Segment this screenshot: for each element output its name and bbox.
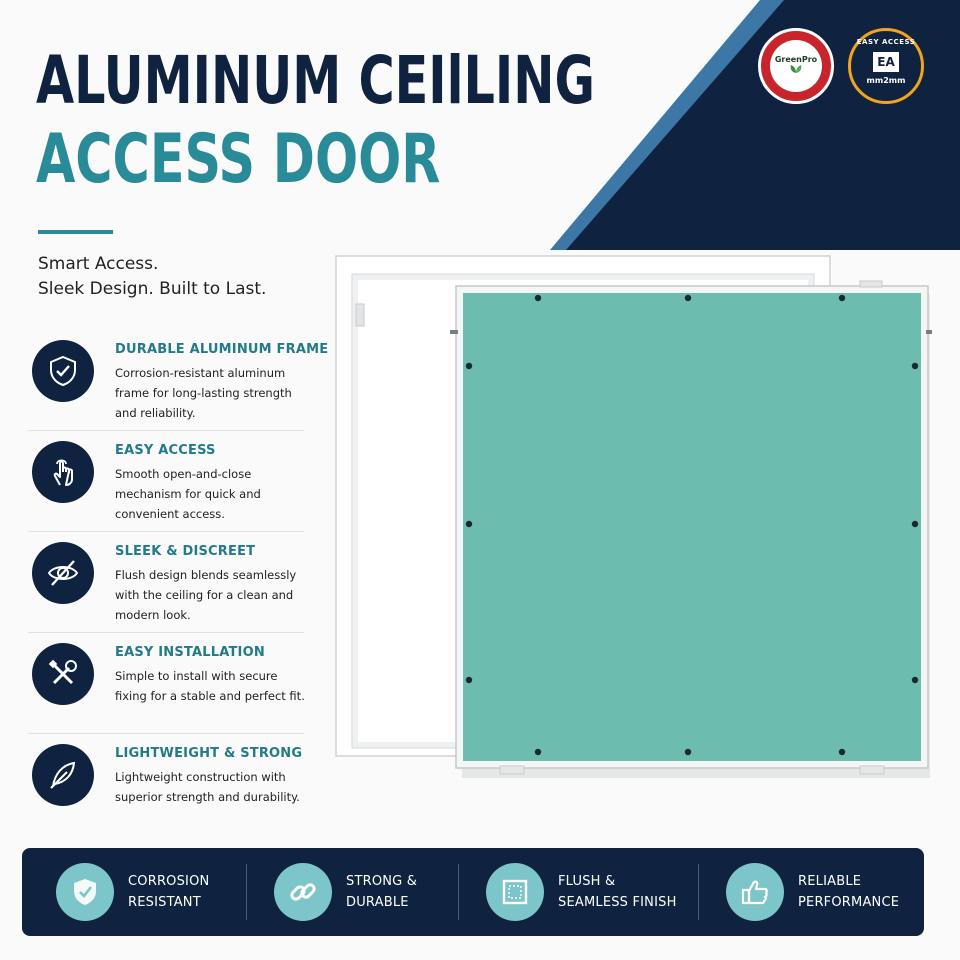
tagline: Smart Access. Sleek Design. Built to Las… xyxy=(38,252,266,302)
benefit-item: RELIABLE PERFORMANCE xyxy=(726,848,899,936)
benefit-line-1: FLUSH & xyxy=(558,874,616,889)
title-line-1: ALUMINUM CEIlLING xyxy=(36,42,595,119)
feature-title: DURABLE ALUMINUM FRAME xyxy=(115,342,329,357)
thumbs-up-icon xyxy=(726,863,784,921)
hand-pointer-icon xyxy=(32,441,94,503)
feature-description: Flush design blends seamlessly with the … xyxy=(115,568,297,622)
panel-clip xyxy=(859,765,885,775)
benefits-bar: CORROSION RESISTANT STRONG & DURABLE FLU… xyxy=(22,848,924,936)
shield-check-icon xyxy=(32,340,94,402)
benefit-line-1: RELIABLE xyxy=(798,874,862,889)
square-frame-icon xyxy=(486,863,544,921)
benefit-line-2: PERFORMANCE xyxy=(798,895,900,910)
hinge-pin xyxy=(450,330,458,334)
benefit-item: STRONG & DURABLE xyxy=(274,848,417,936)
frame-latch xyxy=(355,303,365,327)
feature-description: Smooth open-and-close mechanism for quic… xyxy=(115,467,261,521)
screw-holes xyxy=(465,294,919,756)
benefit-divider xyxy=(458,864,459,920)
feature-title: EASY ACCESS xyxy=(115,443,216,458)
hinge-pin xyxy=(926,330,932,334)
feature-title: SLEEK & DISCREET xyxy=(115,544,256,559)
ea-logo-mark: EA xyxy=(873,51,899,72)
title-line-2: ACCESS DOOR xyxy=(36,120,441,199)
benefit-line-2: RESISTANT xyxy=(128,895,201,910)
panel-clip xyxy=(499,765,525,775)
feature-description: Lightweight construction with superior s… xyxy=(115,770,300,804)
feature-description: Corrosion-resistant aluminum frame for l… xyxy=(115,366,292,420)
shield-icon xyxy=(56,863,114,921)
benefit-line-1: CORROSION xyxy=(128,874,210,889)
feature-description: Simple to install with secure fixing for… xyxy=(115,669,305,703)
easy-access-badge: EASY ACCESS EA mm2mm xyxy=(848,28,924,104)
benefit-divider xyxy=(246,864,247,920)
title-underline xyxy=(38,230,113,234)
access-door-product-image xyxy=(335,255,932,778)
tagline-line-1: Smart Access. xyxy=(38,254,159,274)
feature-list: DURABLE ALUMINUM FRAME Corrosion-resista… xyxy=(28,330,328,834)
greenpro-badge: GreenPro xyxy=(758,28,834,104)
eye-slash-icon xyxy=(32,542,94,604)
benefit-line-1: STRONG & xyxy=(346,874,418,889)
tools-icon xyxy=(32,643,94,705)
page-title: ALUMINUM CEIlLING ACCESS DOOR xyxy=(36,48,709,194)
panel-clip xyxy=(859,280,883,288)
gypsum-panel-green xyxy=(463,293,921,761)
tagline-line-2: Sleek Design. Built to Last. xyxy=(38,279,267,299)
benefit-item: FLUSH & SEAMLESS FINISH xyxy=(486,848,677,936)
feature-item: DURABLE ALUMINUM FRAME Corrosion-resista… xyxy=(28,330,328,431)
leaf-icon xyxy=(789,64,803,77)
benefit-divider xyxy=(698,864,699,920)
easy-access-badge-text: EASY ACCESS xyxy=(856,38,916,46)
feature-item: EASY ACCESS Smooth open-and-close mechan… xyxy=(28,431,304,532)
benefit-item: CORROSION RESISTANT xyxy=(56,848,209,936)
feature-item: SLEEK & DISCREET Flush design blends sea… xyxy=(28,532,304,633)
benefit-line-2: DURABLE xyxy=(346,895,409,910)
greenpro-label: GreenPro xyxy=(774,55,818,64)
feature-title: LIGHTWEIGHT & STRONG xyxy=(115,746,303,761)
mm2mm-label: mm2mm xyxy=(866,75,906,85)
chain-link-icon xyxy=(274,863,332,921)
feather-icon xyxy=(32,744,94,806)
feature-item: EASY INSTALLATION Simple to install with… xyxy=(28,633,305,734)
feature-title: EASY INSTALLATION xyxy=(115,645,265,660)
feature-item: LIGHTWEIGHT & STRONG Lightweight constru… xyxy=(28,734,304,834)
benefit-line-2: SEAMLESS FINISH xyxy=(558,895,677,910)
